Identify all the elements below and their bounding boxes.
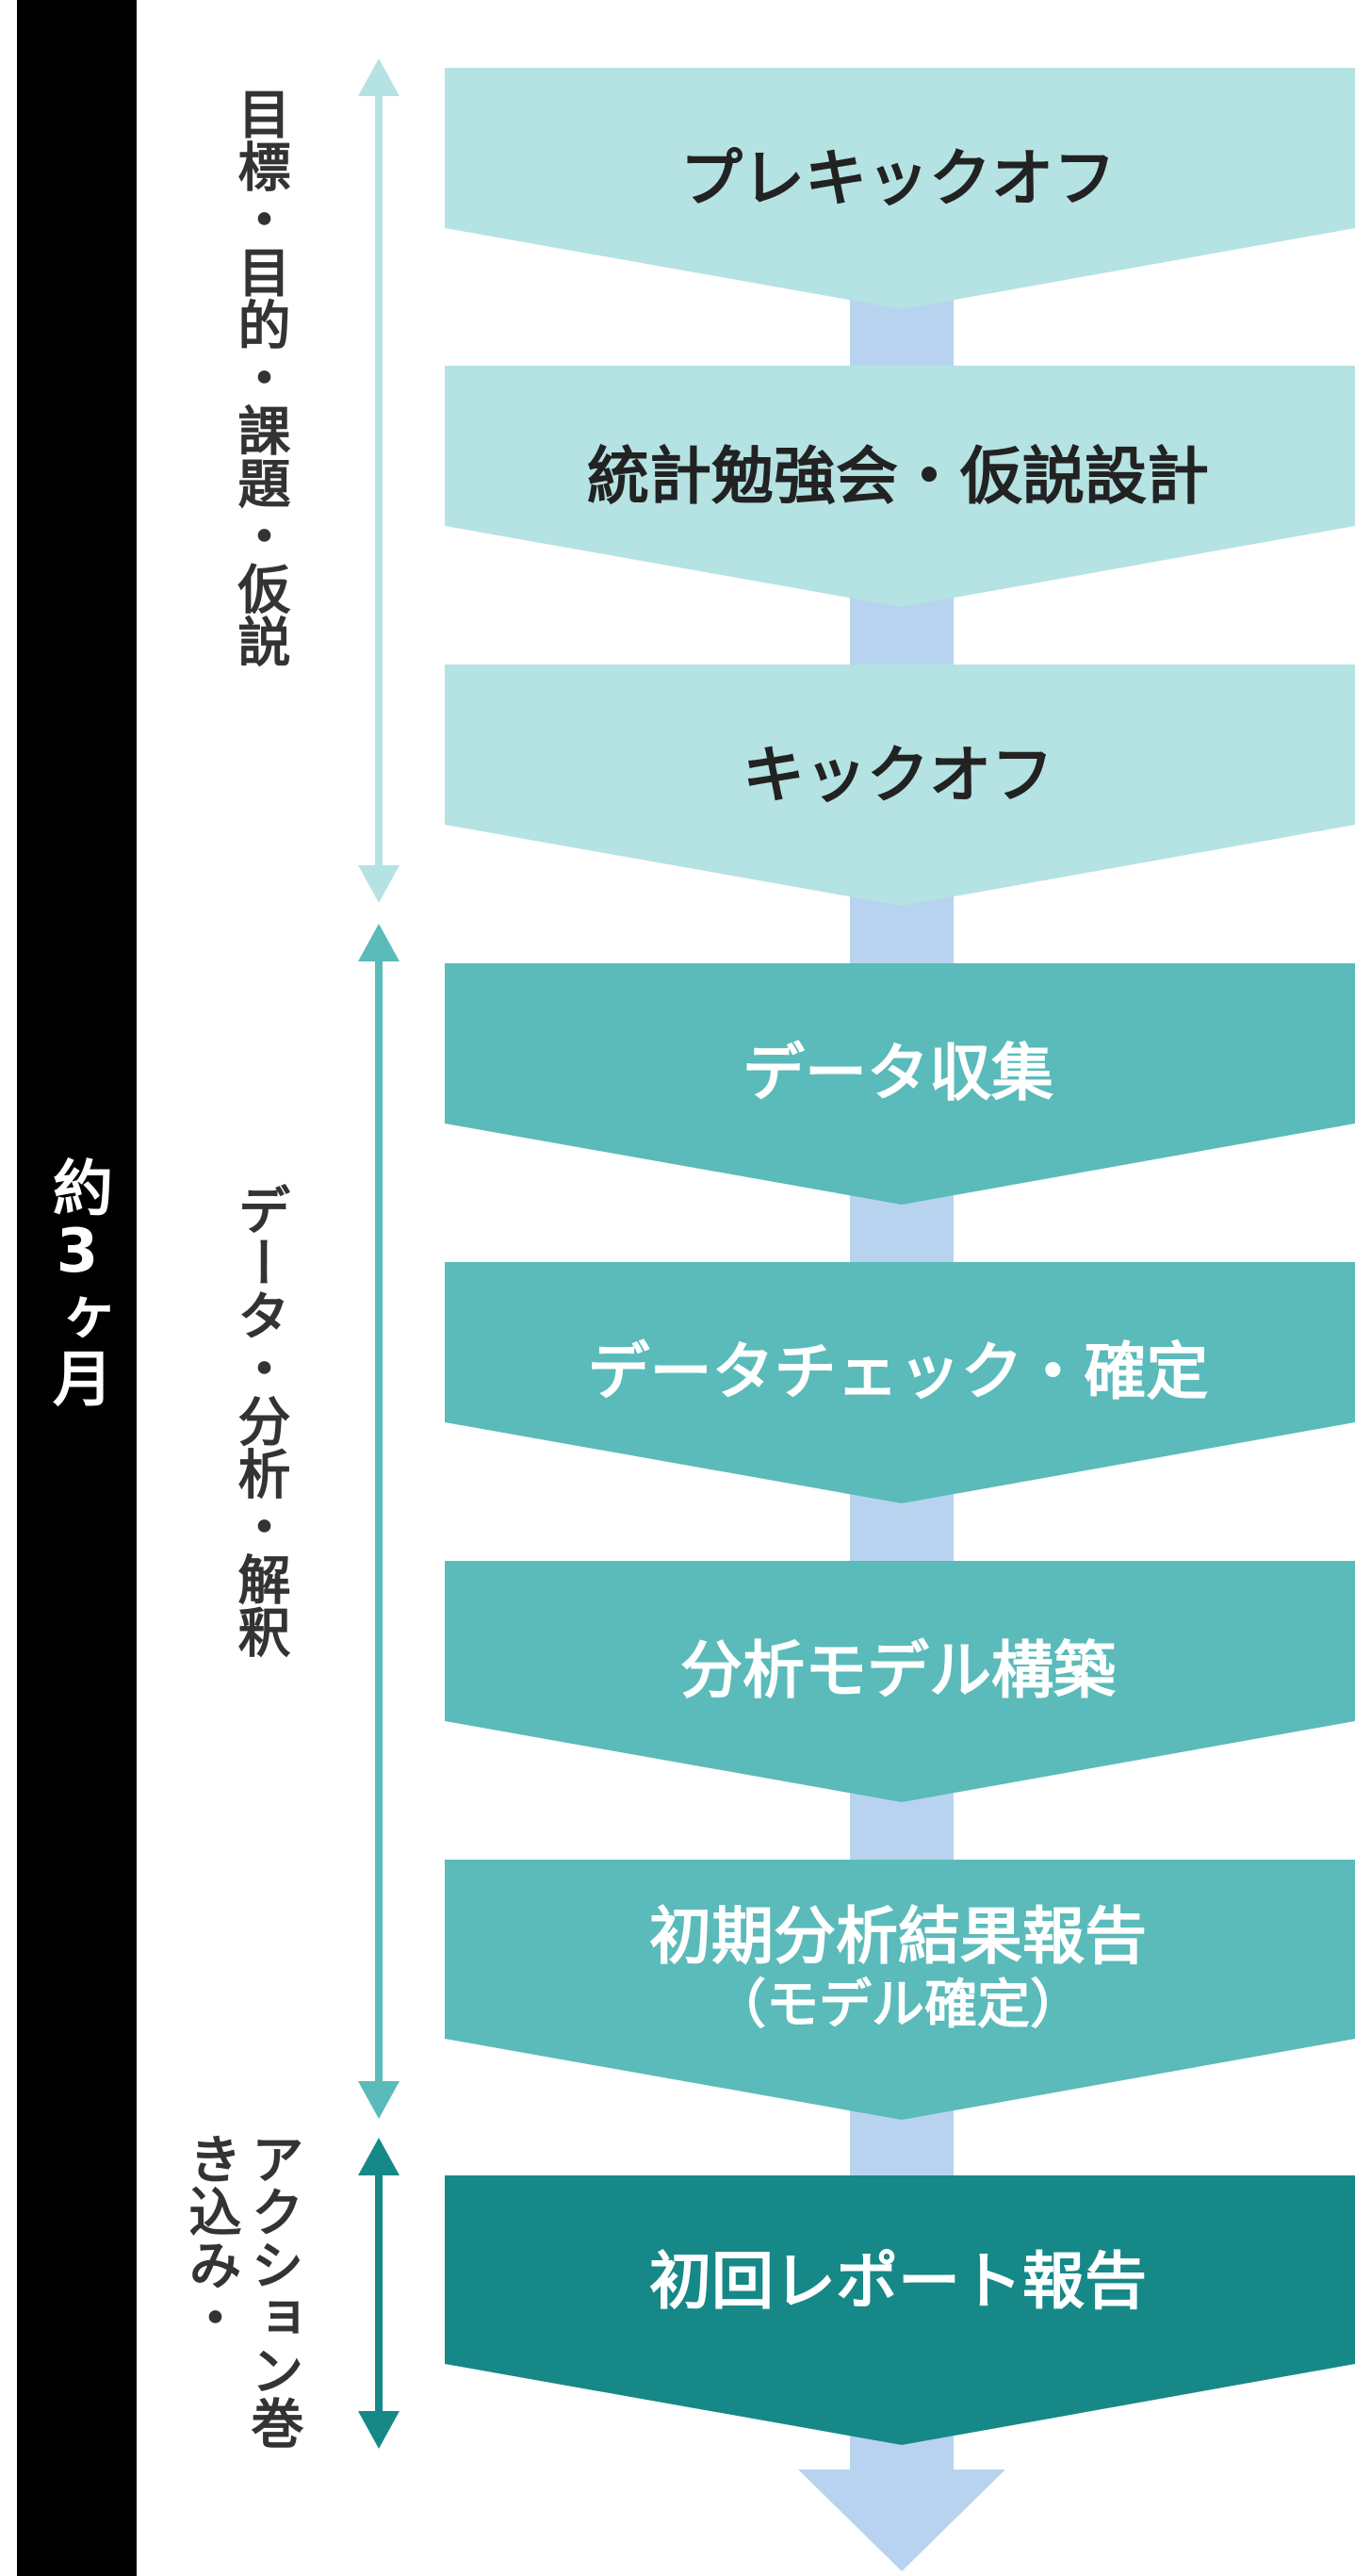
flow-arrow-head [798,2469,1005,2571]
step-title: キックオフ [743,739,1053,812]
bracket-arrowhead-up [358,924,400,961]
duration-bar [17,0,137,2576]
step-title: 分析モデル構築 [680,1634,1116,1707]
step-title: 統計勉強会・仮説設計 [587,440,1209,513]
step-title: データチェック・確定 [587,1336,1209,1408]
step-chevron [445,963,1355,1205]
phase-bracket-goal [358,58,400,903]
phase-label-action: アクション巻き込み・ [180,2132,303,2449]
bracket-arrowhead-down [358,865,400,903]
step-label-data-check: データチェック・確定 [443,1335,1353,1410]
step-label-kickoff: キックオフ [443,738,1353,813]
step-chevron [445,1860,1355,2120]
step-chevron [445,665,1355,906]
step-title: データ収集 [743,1037,1053,1109]
step-title: 初期分析結果報告 [649,1900,1147,1973]
bracket-arrowhead-up [358,2138,400,2175]
phase-bracket-analysis [358,924,400,2119]
step-chevron [445,1262,1355,1503]
step-title: プレキックオフ [680,142,1116,215]
step-title: 初回レポート報告 [649,2245,1147,2318]
step-label-pre-kickoff: プレキックオフ [443,141,1353,217]
phase-bracket-action [358,2138,400,2449]
step-chevron [445,2175,1355,2445]
step-label-initial-report: 初期分析結果報告 （モデル確定） [443,1899,1353,2041]
phase-label-goal: 目標・目的・課題・仮説 [229,87,290,667]
step-label-data-collection: データ収集 [443,1036,1353,1111]
step-label-first-report: 初回レポート報告 [443,2244,1353,2320]
bracket-arrowhead-down [358,2081,400,2119]
step-subtitle: （モデル確定） [713,1975,1083,2036]
bracket-arrowhead-up [358,58,400,96]
step-chevron [445,366,1355,607]
step-chevron [445,1561,1355,1802]
phase-label-analysis: データ・分析・解釈 [229,1183,290,1658]
step-label-model-build: 分析モデル構築 [443,1633,1353,1709]
duration-label: 約3ヶ月 [42,1157,112,1407]
bracket-arrowhead-down [358,2411,400,2449]
step-chevron [445,68,1355,309]
step-label-study-hypothesis: 統計勉強会・仮説設計 [443,439,1353,515]
